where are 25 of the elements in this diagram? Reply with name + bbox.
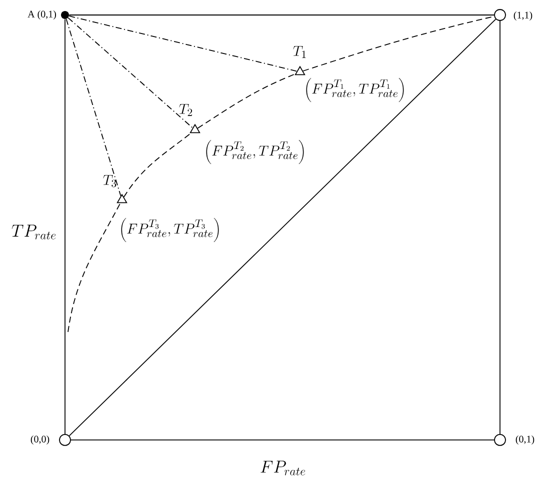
coordinate-label: $\left(FP_{rate}^{T_{2}},TP_{rate}^{T_{2}}\right)$ bbox=[206, 140, 304, 164]
axis-label: $TP_{rate}$ bbox=[12, 224, 56, 240]
line bbox=[68, 18, 496, 436]
curve-line bbox=[123, 132, 192, 198]
corner-label: (0,0) bbox=[30, 435, 50, 445]
corner-marker bbox=[59, 434, 71, 446]
corner-marker bbox=[494, 9, 506, 21]
coordinate-label: $\left(FP_{rate}^{T_{1}},TP_{rate}^{T_{1}}\right)$ bbox=[306, 78, 404, 102]
dash-dot-line bbox=[66, 18, 122, 196]
threshold-label: $T_{3}$ bbox=[103, 175, 116, 188]
curve-line bbox=[197, 73, 296, 129]
corner-label: (1,1) bbox=[514, 11, 532, 21]
dash-dot-line bbox=[68, 17, 194, 128]
corner-marker bbox=[494, 434, 506, 446]
line bbox=[64, 18, 66, 434]
threshold-label: $T_{2}$ bbox=[179, 104, 192, 116]
corner-label: (0,1) bbox=[516, 435, 534, 445]
corner-label: A (0,1) bbox=[28, 10, 56, 20]
dash-dot-line bbox=[68, 16, 298, 72]
corner-marker bbox=[61, 11, 69, 19]
line bbox=[68, 14, 494, 16]
curve-line bbox=[68, 202, 121, 332]
coordinate-label: $\left(FP_{rate}^{T_{3}},TP_{rate}^{T_{3}}\right)$ bbox=[121, 218, 219, 242]
axis-label: $FP_{rate}$ bbox=[260, 460, 306, 476]
threshold-label: $T_{1}$ bbox=[293, 46, 306, 58]
